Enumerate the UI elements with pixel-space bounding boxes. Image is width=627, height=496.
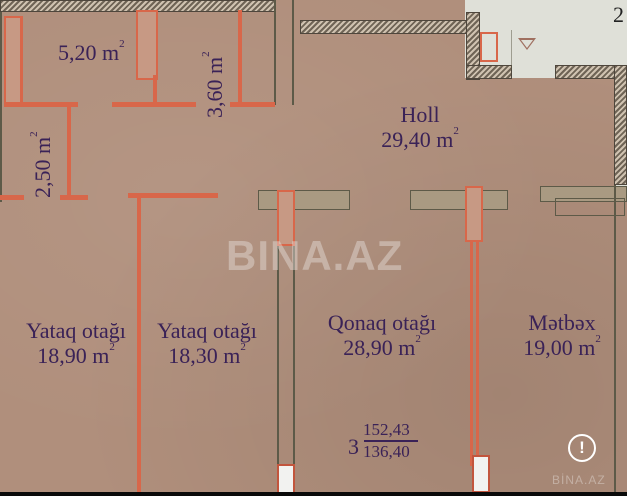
- right-edge-wall: [614, 185, 616, 492]
- watermark-corner: BİNA.AZ: [552, 473, 606, 487]
- room-label-hall: Holl 29,40 m2: [381, 102, 459, 153]
- bedroom-divider: [137, 195, 141, 492]
- kitchen-divider: [470, 242, 473, 466]
- shaft-fixture: [480, 32, 498, 62]
- kitchen-divider-2: [476, 242, 479, 466]
- room-label-bedroom-2: Yataq otağı 18,30 m2: [157, 318, 257, 369]
- wall-row2-c: [128, 193, 218, 198]
- room-area-bathroom: 3,60 m2: [200, 51, 227, 118]
- wall-left-edge: [0, 12, 2, 202]
- door-swing-line: [511, 30, 512, 70]
- wall-row1-b: [112, 102, 196, 107]
- toilet-right-wall: [67, 107, 71, 197]
- report-alert-icon[interactable]: !: [568, 434, 596, 462]
- storage-left-wall: [20, 16, 23, 106]
- column-right: [465, 186, 483, 242]
- storage-divider: [153, 75, 157, 103]
- wall-row2-b: [60, 195, 88, 200]
- kitchen-counter: [555, 198, 625, 216]
- wall-row1-a: [4, 102, 78, 107]
- opening-right: [472, 455, 490, 492]
- apartment-summary: 3 152,43 136,40: [348, 420, 428, 470]
- room-area-toilet: 2,50 m2: [28, 131, 55, 198]
- partition-b: [410, 190, 508, 210]
- total-area: 152,43: [363, 420, 410, 439]
- room-label-bedroom-1: Yataq otağı 18,90 m2: [26, 318, 126, 369]
- storage-right-unit: [136, 10, 158, 80]
- shaft-edge: [274, 0, 276, 105]
- bottom-edge: [0, 492, 627, 496]
- room-area-storage: 5,20 m2: [58, 38, 125, 65]
- room-label-living: Qonaq otağı 28,90 m2: [327, 310, 437, 361]
- living-left-wall-2: [293, 246, 295, 466]
- living-left-wall: [277, 246, 279, 466]
- room-label-kitchen: Mətbəx 19,00 m2: [523, 310, 601, 361]
- fraction-bar: [364, 440, 418, 442]
- wall-shaft-bottom: [466, 65, 512, 79]
- wall-row2-a: [0, 195, 24, 200]
- opening-left: [277, 464, 295, 492]
- watermark-center: BINA.AZ: [226, 232, 404, 279]
- column-left: [277, 190, 295, 246]
- triangle-marker-icon: [518, 38, 536, 50]
- corner-mark: 2: [613, 2, 624, 27]
- wall-row1-c: [230, 102, 275, 107]
- wall-shaft-vertical: [466, 12, 480, 80]
- living-area: 136,40: [363, 442, 410, 461]
- bath-left-wall: [238, 10, 242, 105]
- partition-a: [258, 190, 350, 210]
- shaft-edge-2: [292, 0, 294, 105]
- wall-right: [614, 65, 627, 185]
- rooms-count: 3: [348, 434, 359, 459]
- wall-top-mid: [300, 20, 468, 34]
